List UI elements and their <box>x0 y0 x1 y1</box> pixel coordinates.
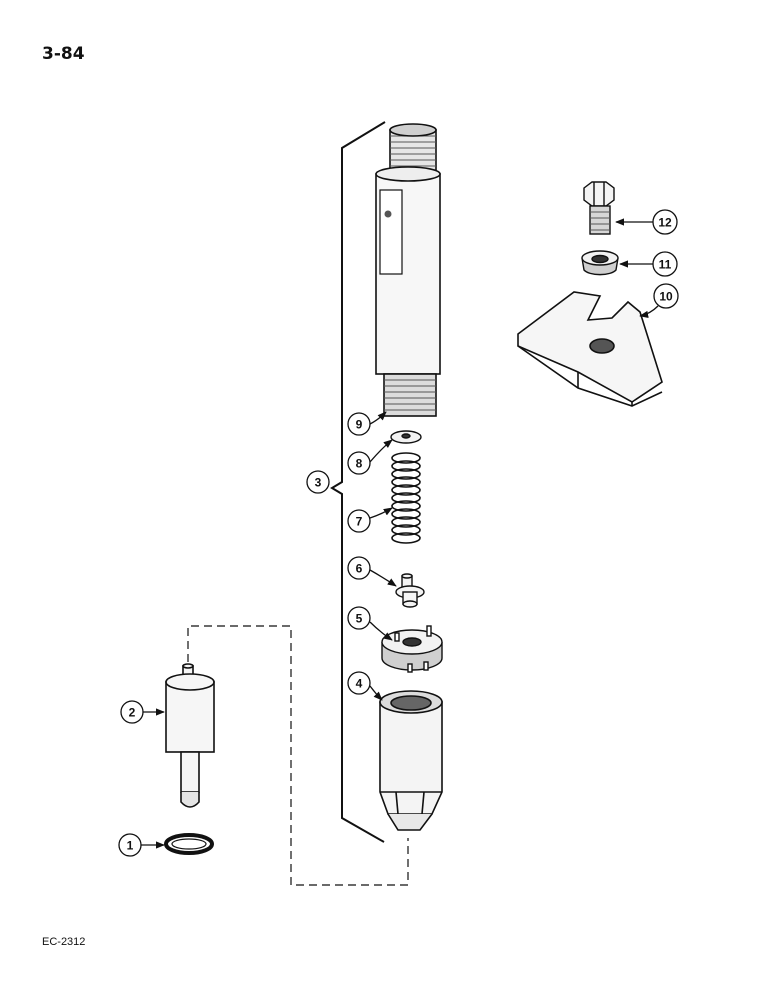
nozzle-holder-body <box>375 123 441 417</box>
svg-text:2: 2 <box>129 706 136 720</box>
callout-9: 9 <box>347 412 371 436</box>
dashed-link-line <box>187 625 409 886</box>
svg-text:4: 4 <box>356 677 363 691</box>
svg-text:1: 1 <box>127 839 134 853</box>
spherical-washer <box>581 250 619 276</box>
svg-text:5: 5 <box>356 612 363 626</box>
leader-arrows <box>141 218 659 849</box>
callout-11: 11 <box>652 251 678 277</box>
svg-text:10: 10 <box>659 290 673 304</box>
page-number: 3-84 <box>42 44 85 64</box>
hex-bolt <box>583 181 615 235</box>
nozzle-nut <box>379 690 443 831</box>
svg-text:12: 12 <box>658 216 672 230</box>
callout-2: 2 <box>120 700 144 724</box>
injector-nozzle <box>165 663 215 808</box>
clamp-plate <box>517 291 663 407</box>
svg-text:11: 11 <box>659 258 672 272</box>
seal-ring <box>164 833 214 855</box>
svg-text:3: 3 <box>315 476 322 490</box>
svg-text:6: 6 <box>356 562 363 576</box>
shim-washer <box>390 430 422 444</box>
callout-12: 12 <box>652 209 678 235</box>
intermediate-plate <box>381 625 443 673</box>
callout-5: 5 <box>347 606 371 630</box>
callout-7: 7 <box>347 509 371 533</box>
svg-text:9: 9 <box>356 418 363 432</box>
callout-1: 1 <box>118 833 142 857</box>
pressure-spring <box>391 452 421 544</box>
callout-8: 8 <box>347 451 371 475</box>
figure-code: EC-2312 <box>42 936 86 948</box>
callout-6: 6 <box>347 556 371 580</box>
assembly-bracket <box>330 121 386 843</box>
callout-4: 4 <box>347 671 371 695</box>
svg-text:7: 7 <box>356 515 363 529</box>
spring-seat <box>395 573 425 608</box>
callout-10: 10 <box>653 283 679 309</box>
svg-text:8: 8 <box>356 457 363 471</box>
callout-3: 3 <box>306 470 330 494</box>
